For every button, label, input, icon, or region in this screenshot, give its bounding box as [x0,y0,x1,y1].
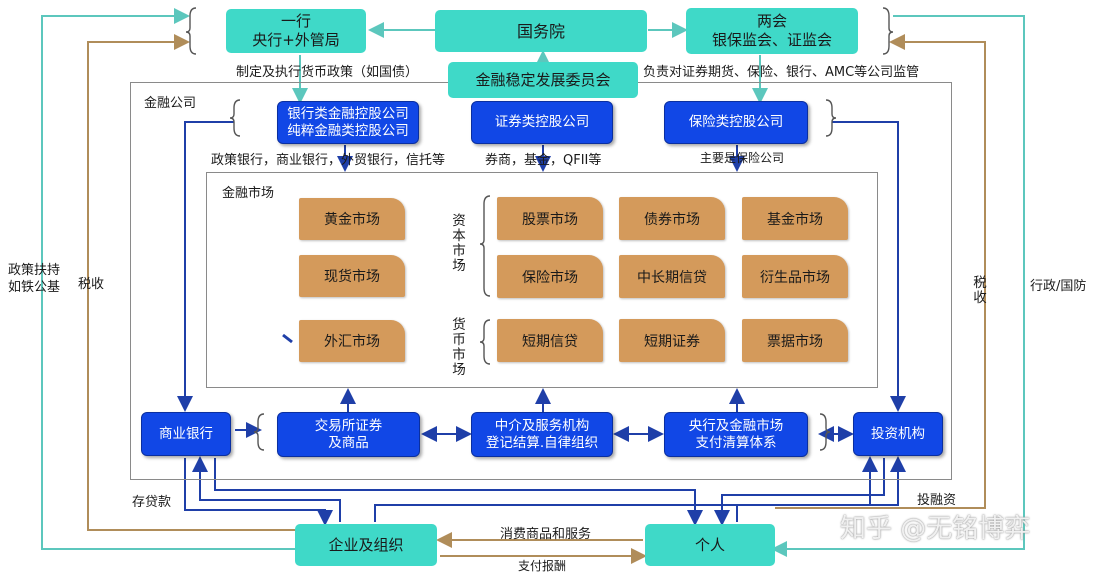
clearing-line1: 央行及金融市场 [688,417,784,434]
commercial-bank-label: 商业银行 [159,425,213,442]
bills-market-box: 票据市场 [742,319,848,362]
tax-right-label: 税收 [973,275,987,306]
bank-holding-box: 银行类金融控股公司 纯粹金融类控股公司 [277,101,419,144]
stability-committee-label: 金融稳定发展委员会 [475,70,611,89]
fund-market-box: 基金市场 [742,197,848,240]
bank-holding-line1: 银行类金融控股公司 [287,105,409,122]
intermediary-line2: 登记结算.自律组织 [485,434,599,451]
money-market-label: 货币市场 [452,317,466,378]
insurance-market-label: 保险市场 [522,269,578,286]
bracket-left-top [185,7,197,55]
exchange-line1: 交易所证券 [314,417,383,434]
policy-support-loop [41,8,295,550]
policy-support-line2: 如铁公基 [8,280,61,295]
invest-finance-label: 投融资 [917,493,957,508]
stability-committee-box: 金融稳定发展委员会 [448,62,638,98]
individual-box: 个人 [645,524,775,566]
intermediary-line1: 中介及服务机构 [494,417,590,434]
insurance-types-label: 主要是保险公司 [700,151,785,165]
stock-market-label: 股票市场 [522,211,578,228]
intermediary-box: 中介及服务机构 登记结算.自律组织 [471,412,613,457]
watermark: 知乎 @无铭博弈 [840,514,1031,544]
insurance-holding-box: 保险类控股公司 [664,101,808,144]
investment-inst-box: 投资机构 [853,412,943,456]
enterprise-label: 企业及组织 [328,535,404,554]
two-commissions-box: 两会 银保监会、证监会 [686,8,858,54]
gold-market-label: 黄金市场 [324,212,380,228]
bond-market-box: 债券市场 [619,197,725,240]
spot-market-box: 现货市场 [299,255,405,297]
fx-market-box: 外汇市场 [299,320,405,362]
securities-types-label: 券商，基金，QFII等 [485,153,602,168]
bank-holding-line2: 纯粹金融类控股公司 [287,122,409,139]
payment-label: 支付报酬 [518,559,567,573]
state-council-box: 国务院 [435,10,647,52]
investment-inst-label: 投资机构 [871,425,925,442]
financial-market-title: 金融市场 [222,186,275,201]
bracket-right-top [882,7,894,55]
fund-market-label: 基金市场 [767,211,823,228]
policy-support-label: 政策扶持 如铁公基 [8,262,60,296]
admin-defense-loop [771,15,1025,557]
derivatives-market-label: 衍生品市场 [760,269,830,286]
enterprise-box: 企业及组织 [295,524,437,566]
short-securities-label: 短期证券 [644,333,700,350]
capital-market-label: 资本市场 [452,213,466,274]
financial-market-frame [206,172,878,388]
bank-types-label: 政策银行，商业银行，外贸银行，信托等 [211,153,446,168]
short-securities-box: 短期证券 [619,319,725,362]
mid-long-credit-box: 中长期信贷 [619,255,725,298]
deposit-loan-label: 存贷款 [132,495,172,510]
tax-left-label: 税收 [78,277,105,292]
clearing-line2: 支付清算体系 [695,434,777,451]
short-credit-label: 短期信贷 [522,333,578,350]
monetary-policy-label: 制定及执行货币政策（如国债） [236,65,419,80]
pboc-box: 一行 央行+外管局 [226,9,366,53]
bond-market-label: 债券市场 [644,211,700,228]
policy-support-line1: 政策扶持 [8,263,61,278]
commercial-bank-box: 商业银行 [141,412,231,456]
state-council-label: 国务院 [516,21,565,41]
tax-right-loop [775,34,986,509]
derivatives-market-box: 衍生品市场 [742,255,848,298]
short-credit-box: 短期信贷 [497,319,603,362]
fx-market-label: 外汇市场 [324,334,380,350]
securities-holding-box: 证券类控股公司 [471,101,613,144]
clearing-box: 央行及金融市场 支付清算体系 [664,412,808,457]
bills-market-label: 票据市场 [767,333,823,350]
securities-holding-label: 证券类控股公司 [494,114,590,130]
supervision-label: 负责对证券期货、保险、银行、AMC等公司监管 [643,65,920,80]
mid-long-credit-label: 中长期信贷 [637,269,707,286]
gold-market-box: 黄金市场 [299,198,405,240]
insurance-holding-label: 保险类控股公司 [688,114,784,130]
two-line1: 两会 [756,12,787,30]
pboc-line2: 央行+外管局 [252,31,340,49]
pboc-line1: 一行 [280,12,311,30]
exchange-line2: 及商品 [328,434,369,451]
stock-market-box: 股票市场 [497,197,603,240]
insurance-market-box: 保险市场 [497,255,603,298]
individual-label: 个人 [694,535,725,554]
financial-company-title: 金融公司 [144,96,197,111]
tax-left-loop [87,34,295,531]
spot-market-label: 现货市场 [324,269,380,285]
consumer-goods-label: 消费商品和服务 [500,527,592,542]
admin-defense-label: 行政/国防 [1030,279,1087,294]
two-line2: 银保监会、证监会 [711,31,832,49]
exchange-box: 交易所证券 及商品 [277,412,420,457]
